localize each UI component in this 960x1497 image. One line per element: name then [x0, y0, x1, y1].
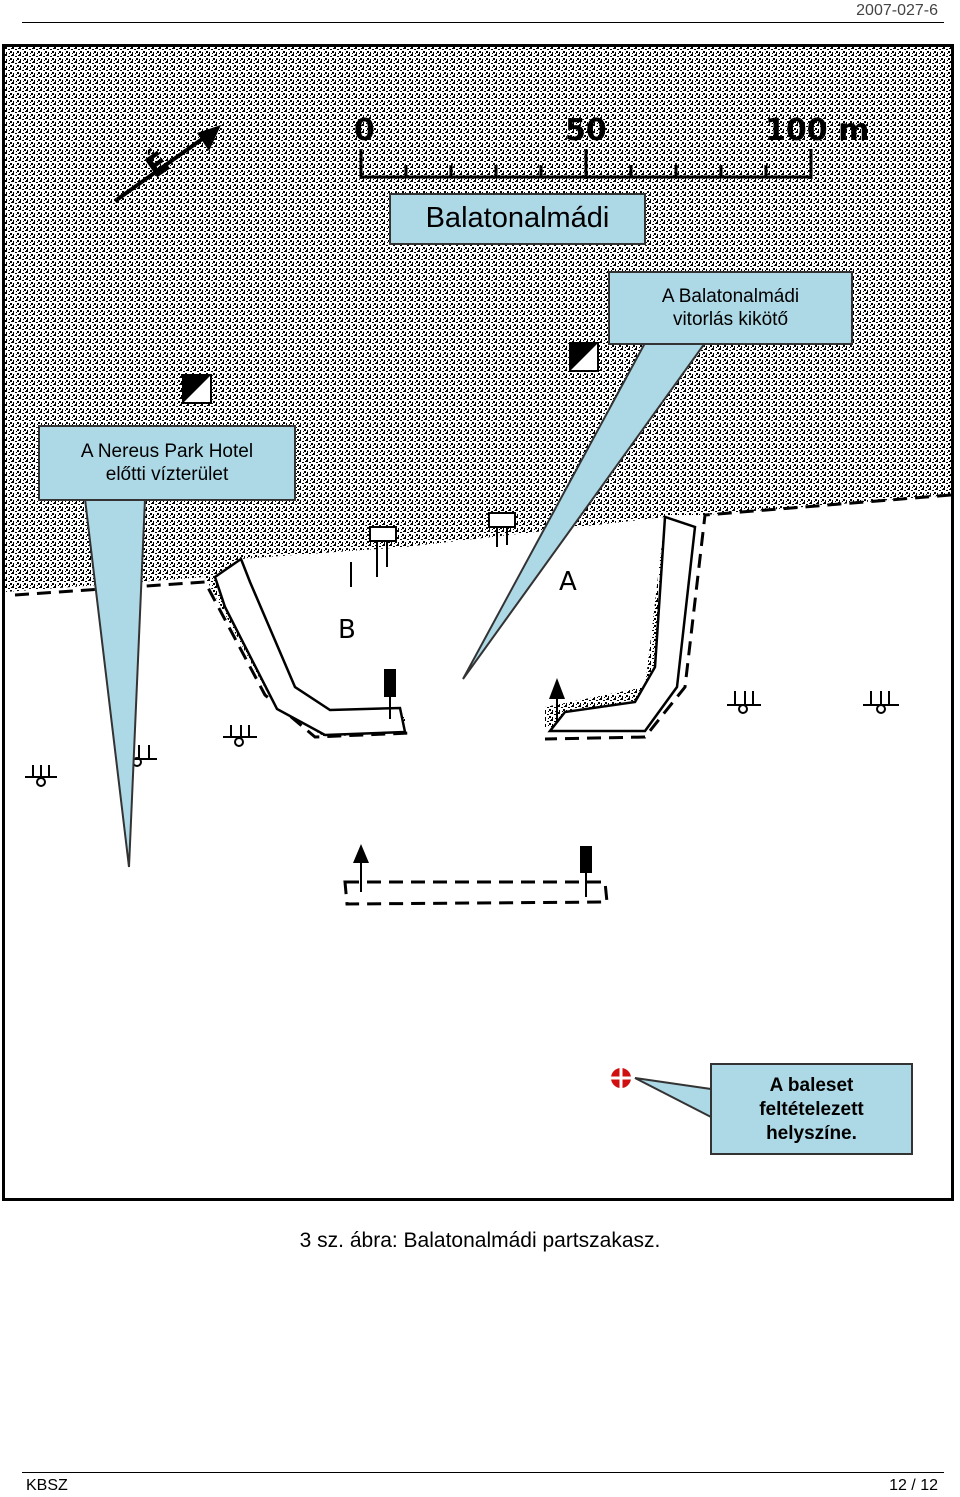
scale-label-0: 0 [354, 113, 375, 148]
west-breakwater [213, 557, 407, 737]
buoy-icon [863, 691, 899, 714]
accident-callout: A baleset feltételezett helyszíne. [710, 1063, 913, 1155]
page-number: 12 / 12 [889, 1477, 938, 1494]
scale-label-100m: 100 m [765, 113, 870, 148]
buoy-icon [727, 691, 761, 714]
accident-callout-line-1: A baleset [769, 1075, 854, 1096]
pier-label-a: A [559, 567, 577, 597]
piers [350, 512, 516, 587]
accident-callout-pointer [634, 1077, 712, 1119]
beacon-icon [580, 846, 592, 897]
hotel-callout-line-2: előtti vízterület [105, 464, 229, 485]
map-title: Balatonalmádi [389, 193, 646, 245]
accident-callout-line-3: helyszíne. [766, 1122, 857, 1144]
accident-callout-line-2: feltételezett [759, 1098, 864, 1120]
beacon-icon [384, 669, 396, 719]
footer-organization: KBSZ [26, 1477, 68, 1494]
marina-callout-line-2: vitorlás kikötő [672, 309, 789, 330]
marina-callout-line-1: A Balatonalmádi [661, 285, 800, 307]
detached-breakwater [343, 880, 609, 906]
map-drawing: É [5, 47, 951, 1119]
buoy-icon [25, 765, 57, 787]
buoy-icon [131, 745, 157, 767]
scale-label-50: 50 [565, 113, 607, 148]
header-rule [22, 22, 944, 23]
hotel-callout: A Nereus Park Hotel előtti vízterület [38, 425, 296, 501]
beacon-icon [353, 844, 369, 892]
range-marker-icon [569, 342, 599, 372]
hotel-callout-line-1: A Nereus Park Hotel [80, 440, 254, 462]
map-frame: É [2, 44, 954, 1201]
shoreline [14, 580, 411, 739]
shoreline-east [544, 493, 951, 741]
range-marker-icon [182, 374, 212, 404]
document-id: 2007-027-6 [856, 2, 938, 19]
hotel-callout-pointer [83, 498, 147, 868]
footer-rule [22, 1472, 944, 1473]
land-area [5, 47, 951, 737]
beacon-icon [549, 678, 565, 722]
figure-caption: 3 sz. ábra: Balatonalmádi partszakasz. [299, 1229, 661, 1252]
marina-callout: A Balatonalmádi vitorlás kikötő [608, 271, 853, 345]
accident-location-icon [609, 1066, 633, 1090]
east-breakwater [547, 515, 697, 733]
scale-bar [359, 149, 813, 179]
buoy-icon [223, 725, 257, 747]
pier-label-b: B [338, 615, 356, 645]
